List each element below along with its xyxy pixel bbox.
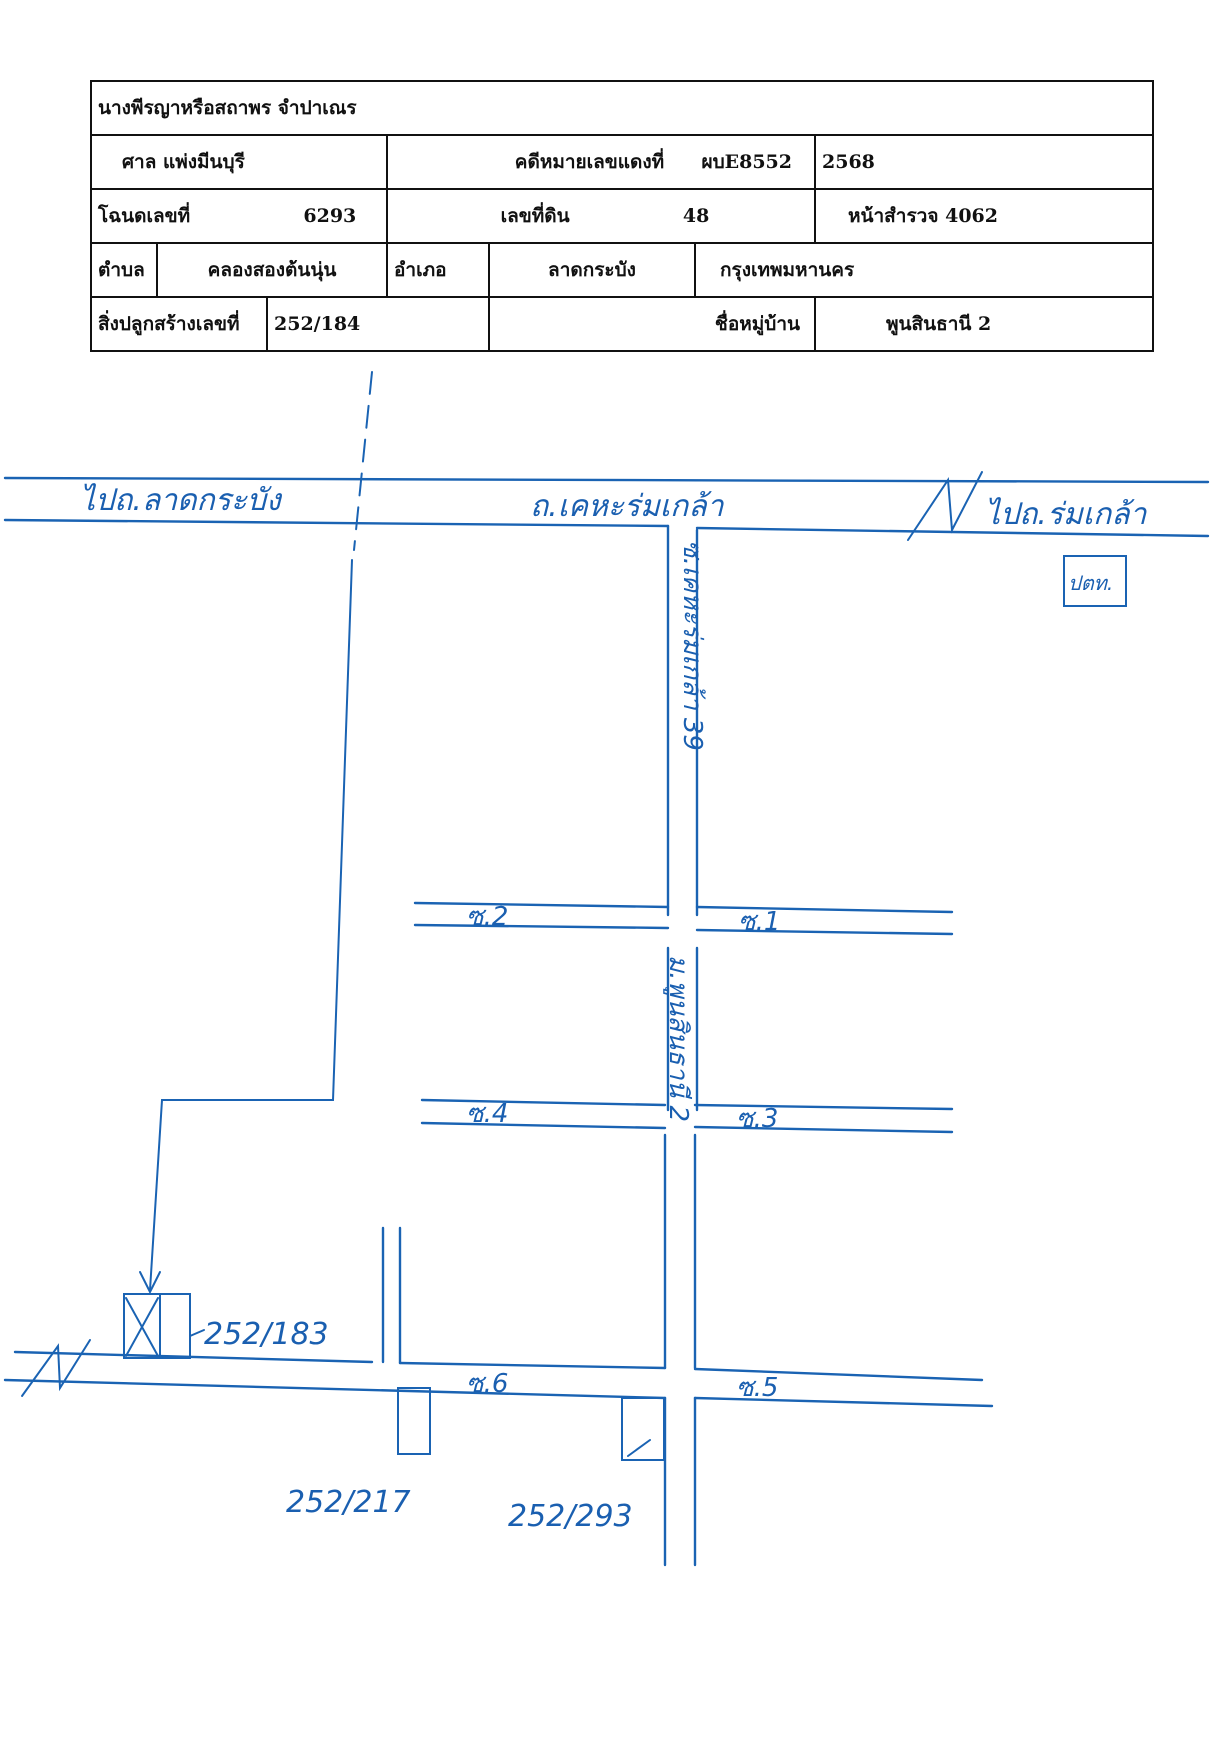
soi-2-top-edge <box>413 901 670 909</box>
village-road-label: ม.พูนสินธานี 2 <box>663 955 693 1122</box>
soi-4-top-edge <box>420 1098 667 1107</box>
lower-road-bottom-edge-right <box>693 1396 994 1408</box>
soi-3-bottom-edge <box>693 1125 954 1134</box>
target-house-cross-mark <box>125 1297 159 1357</box>
land-number: 48 <box>682 205 710 227</box>
house-252-217-number: 252/217 <box>286 1485 411 1520</box>
main-road-name: ถ.เคหะร่มเกล้า <box>530 489 725 524</box>
soi-4-bottom-edge <box>420 1121 667 1130</box>
police-box <box>1063 555 1127 607</box>
target-house-number: 252/183 <box>204 1317 329 1352</box>
survey-number: 4062 <box>945 205 998 227</box>
lower-road-top-edge <box>13 1350 374 1364</box>
main-road-top-edge <box>3 476 1210 484</box>
owner-name: นางพีรญาหรือสถาพร จำปาเณร <box>89 80 1155 136</box>
court-name: ศาล แพ่งมีนบุรี <box>90 134 388 190</box>
leader-arrowhead <box>139 1271 161 1295</box>
soi-3-top-edge <box>693 1103 954 1111</box>
survey-cell: หน้าสำรวจ 4062 <box>813 188 1155 244</box>
target-house-pointer <box>189 1329 205 1337</box>
road-break-symbol-bottom <box>21 1339 91 1397</box>
house-252-293-pointer <box>627 1439 651 1457</box>
province: กรุงเทพมหานคร <box>693 242 1155 298</box>
case-label: คดีหมายเลขแดงที่ <box>514 151 665 173</box>
soi-1-bottom-edge <box>695 928 954 936</box>
deed-label: โฉนดเลขที่ <box>98 205 191 227</box>
case-number-cell: คดีหมายเลขแดงที่ ผบE8552 <box>386 134 816 190</box>
lower-road-bottom-edge <box>3 1378 667 1400</box>
house-252-217 <box>397 1387 431 1455</box>
main-road-bottom-edge-right <box>695 526 1210 538</box>
soi-6-label: ซ.6 <box>466 1369 508 1399</box>
district-label: อำเภอ <box>386 242 490 298</box>
guide-dashed-line <box>353 371 373 551</box>
deed-number: 6293 <box>303 205 357 227</box>
target-house <box>123 1293 191 1359</box>
case-info-table: นางพีรญาหรือสถาพร จำปาเณร ศาล แพ่งมีนบุร… <box>89 80 1155 352</box>
case-number: ผบE8552 <box>701 151 792 173</box>
village-label: ชื่อหมู่บ้าน <box>488 296 816 352</box>
soi-4-label: ซ.4 <box>466 1099 508 1129</box>
soi-1-label: ซ.1 <box>738 907 780 937</box>
lower-road-top-edge-right <box>693 1367 984 1382</box>
soi-2-label: ซ.2 <box>466 902 508 932</box>
land-label: เลขที่ดิน <box>500 205 570 227</box>
building-label: สิ่งปลูกสร้างเลขที่ <box>90 296 268 352</box>
house-252-293-number: 252/293 <box>508 1499 633 1534</box>
main-road-bottom-edge <box>3 518 670 528</box>
main-road-right-label: ไปถ.ร่มเกล้า <box>985 497 1148 532</box>
main-road-left-label: ไปถ.ลาดกระบัง <box>80 483 283 518</box>
soi-1-top-edge <box>695 905 954 914</box>
land-cell: เลขที่ดิน 48 <box>386 188 816 244</box>
district: ลาดกระบัง <box>488 242 696 298</box>
road-break-symbol-top <box>907 471 983 541</box>
survey-label: หน้าสำรวจ <box>848 205 939 227</box>
subdistrict: คลองสองต้นนุ่น <box>156 242 388 298</box>
lower-road-top-edge-mid <box>398 1361 667 1370</box>
leader-line <box>149 559 353 1291</box>
building-number: 252/184 <box>266 296 490 352</box>
village-name: พูนสินธานี 2 <box>813 296 1155 352</box>
soi-road-label: ซ.เคหะร่มเกล้า 39 <box>677 540 707 751</box>
house-252-293 <box>621 1397 665 1461</box>
police-box-label: ปตท. <box>1068 571 1113 595</box>
soi-5-label: ซ.5 <box>736 1373 778 1403</box>
deed-cell: โฉนดเลขที่ 6293 <box>90 188 388 244</box>
case-year: 2568 <box>813 134 1155 190</box>
subdistrict-label: ตำบล <box>90 242 158 298</box>
soi-3-label: ซ.3 <box>736 1104 778 1134</box>
soi-2-bottom-edge <box>413 923 670 930</box>
